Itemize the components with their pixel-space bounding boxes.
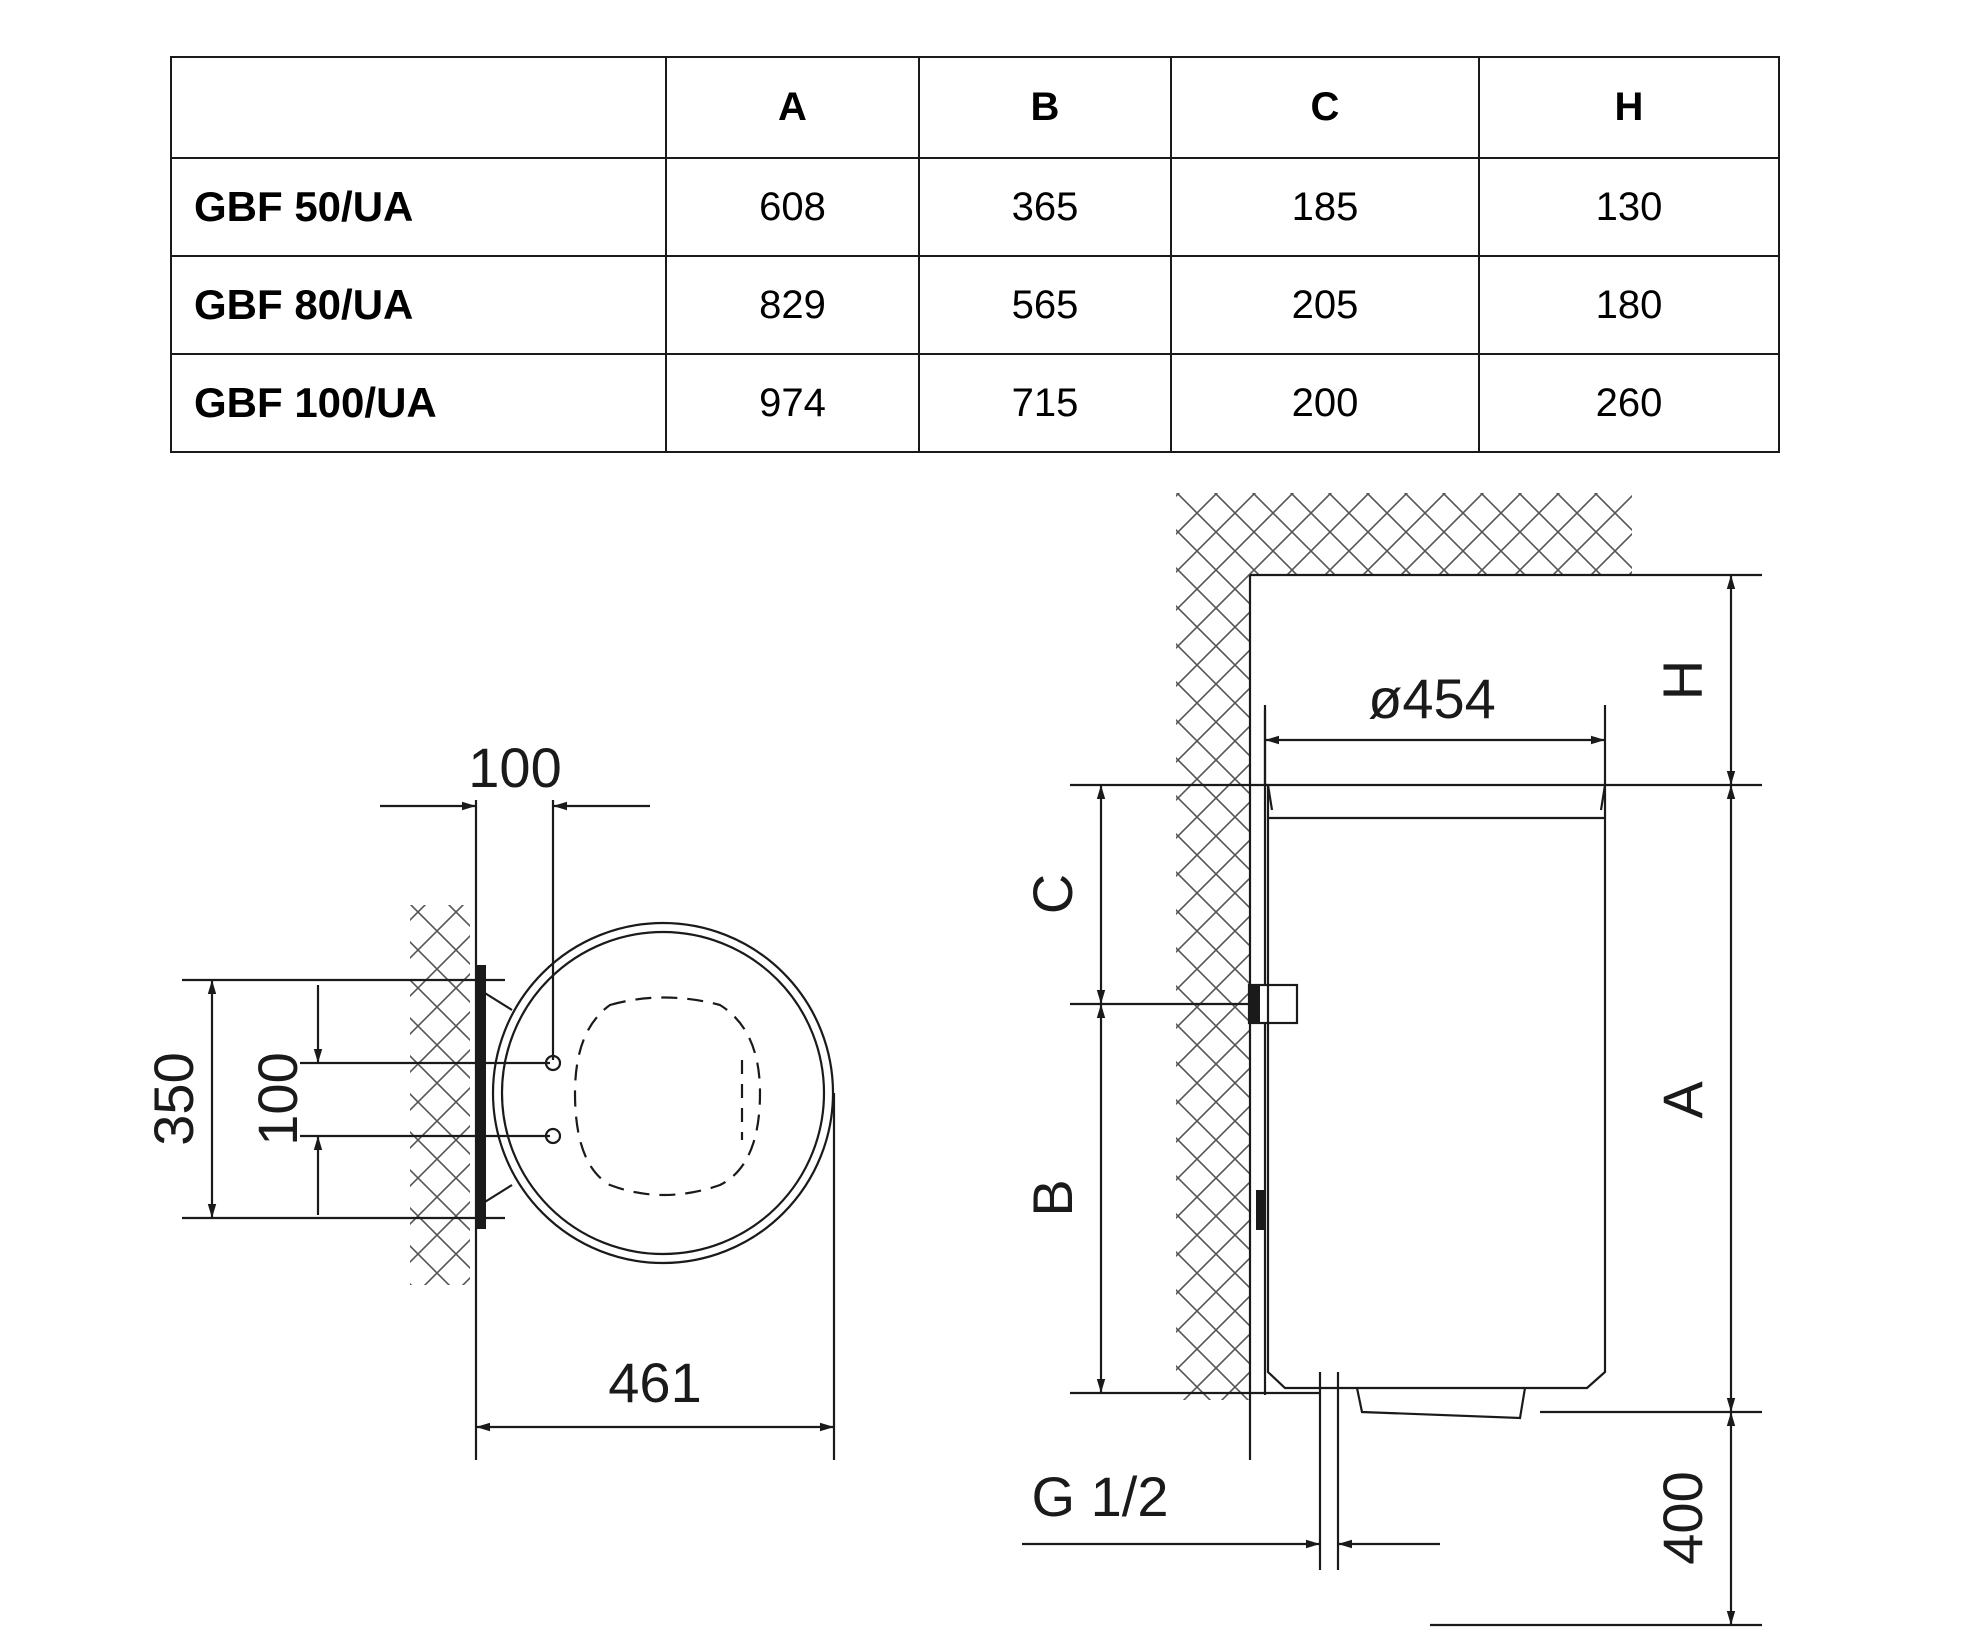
dim-vertical-spacing-label: 100 — [246, 1052, 309, 1145]
header-c: C — [1170, 56, 1480, 159]
header-b: B — [918, 56, 1172, 159]
mounting-bracket — [476, 965, 486, 1229]
dim-h-label: H — [1651, 660, 1714, 700]
dim-pipe-spacing-label: 100 — [468, 736, 561, 799]
tank-body — [1266, 783, 1607, 1390]
value-a: 829 — [665, 255, 920, 355]
value-h: 130 — [1478, 157, 1780, 257]
value-a: 974 — [665, 353, 920, 453]
model-name: GBF 100/UA — [170, 353, 667, 453]
value-b: 565 — [918, 255, 1172, 355]
table-row: GBF 100/UA 974 715 200 260 — [170, 353, 1780, 453]
value-c: 200 — [1170, 353, 1480, 453]
value-b: 715 — [918, 353, 1172, 453]
value-h: 260 — [1478, 353, 1780, 453]
model-name: GBF 50/UA — [170, 157, 667, 257]
dim-depth-label: 461 — [608, 1351, 701, 1414]
wall-hatch — [1176, 493, 1632, 1400]
value-h: 180 — [1478, 255, 1780, 355]
model-name: GBF 80/UA — [170, 255, 667, 355]
heater-outline — [573, 996, 762, 1197]
header-a: A — [665, 56, 920, 159]
table-header-row: A B C H — [170, 56, 1780, 159]
header-h: H — [1478, 56, 1780, 159]
value-c: 185 — [1170, 157, 1480, 257]
dim-diameter-label: ø454 — [1368, 667, 1496, 730]
dim-c-label: C — [1021, 874, 1084, 914]
dim-mount-height-label: 350 — [142, 1052, 205, 1145]
wall-hatch — [410, 905, 470, 1285]
tank-inner-circle — [500, 930, 826, 1256]
value-b: 365 — [918, 157, 1172, 257]
side-view — [1022, 493, 1762, 1627]
table-row: GBF 50/UA 608 365 185 130 — [170, 157, 1780, 257]
tank-outer-circle — [491, 921, 835, 1265]
value-c: 205 — [1170, 255, 1480, 355]
heater-cover — [1355, 1387, 1527, 1420]
table-row: GBF 80/UA 829 565 205 180 — [170, 255, 1780, 355]
dim-floor-label: 400 — [1651, 1471, 1714, 1564]
dim-thread-label: G 1/2 — [1032, 1465, 1169, 1528]
dim-b-label: B — [1021, 1179, 1084, 1216]
value-a: 608 — [665, 157, 920, 257]
dim-a-label: A — [1651, 1081, 1714, 1119]
header-empty-cell — [170, 56, 667, 159]
top-view — [182, 800, 836, 1460]
dimensions-table: A B C H GBF 50/UA 608 365 185 130 GBF 80… — [170, 56, 1780, 453]
